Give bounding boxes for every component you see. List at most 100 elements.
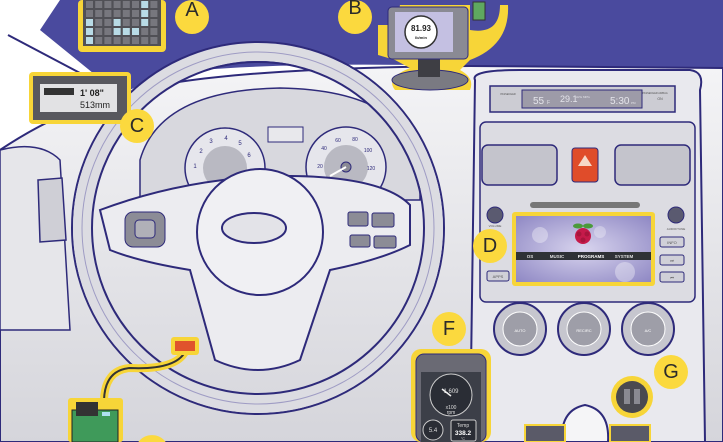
svg-text:PM: PM <box>631 101 636 105</box>
led-pixel <box>86 19 93 26</box>
raspberry-pi-screen[interactable]: OS MUSIC PROGRAMS SYSTEM <box>512 212 655 286</box>
flow-meter-device: 81.93 lb/min <box>378 1 509 91</box>
svg-text:lb/min: lb/min <box>415 35 427 40</box>
svg-text:2: 2 <box>199 149 203 155</box>
led-pixel <box>113 10 121 17</box>
led-pixel <box>95 10 103 17</box>
volume-knob[interactable] <box>486 206 504 224</box>
left-wheel-controls[interactable] <box>124 211 166 248</box>
svg-text:AUDIO/TUNE: AUDIO/TUNE <box>667 227 686 231</box>
callout-c: C <box>120 109 154 143</box>
svg-text:513mm: 513mm <box>80 100 110 110</box>
led-pixel <box>132 1 139 8</box>
center-console: PASSENGER PASSENGER AIRBAG ON 55 F 29.1 … <box>468 69 707 442</box>
callout-b: B <box>338 0 372 34</box>
led-pixel <box>113 28 121 35</box>
svg-text:APPS: APPS <box>493 274 504 279</box>
prev-track-button[interactable] <box>659 271 685 283</box>
svg-text:338.2: 338.2 <box>455 430 472 437</box>
menu-system[interactable]: SYSTEM <box>615 254 634 259</box>
menu-bar <box>516 252 651 260</box>
svg-text:Temp: Temp <box>457 423 469 429</box>
climate-controls: AUTO RECIRC A/C <box>493 302 675 356</box>
svg-text:5.4: 5.4 <box>429 428 438 434</box>
info-button[interactable] <box>659 236 685 248</box>
svg-text:PASSENGER: PASSENGER <box>500 93 516 96</box>
trip-display <box>267 126 304 143</box>
led-pixel <box>86 37 93 44</box>
svg-text:60: 60 <box>335 138 341 144</box>
led-pixel <box>104 37 112 44</box>
svg-text:40: 40 <box>321 146 327 152</box>
led-pixel <box>150 37 158 44</box>
steering-wheel <box>71 41 445 415</box>
pi-board <box>68 398 123 442</box>
led-pixel <box>122 37 130 44</box>
svg-text:PASSENGER AIRBAG: PASSENGER AIRBAG <box>642 92 667 95</box>
svg-text:120: 120 <box>367 166 376 172</box>
svg-text:A: A <box>185 0 199 21</box>
led-pixel <box>95 19 103 26</box>
led-pixel <box>104 28 112 35</box>
menu-programs[interactable]: PROGRAMS <box>578 254 605 259</box>
svg-text:1' 08": 1' 08" <box>80 88 104 98</box>
svg-text:100: 100 <box>364 148 373 154</box>
led-pixel <box>86 28 93 35</box>
led-pixel <box>95 37 103 44</box>
led-pixel <box>132 10 139 17</box>
svg-text:1,609: 1,609 <box>443 389 459 395</box>
led-pixel <box>86 10 93 17</box>
led-pixel <box>141 10 149 17</box>
led-pixel <box>150 10 158 17</box>
led-pixel <box>150 28 158 35</box>
led-pixel <box>141 37 149 44</box>
led-pixel <box>122 10 130 17</box>
led-pixel <box>150 19 158 26</box>
led-pixel <box>132 37 139 44</box>
apps-button[interactable] <box>486 270 510 282</box>
svg-text:⏭: ⏭ <box>670 258 674 263</box>
right-wheel-controls[interactable] <box>347 211 397 249</box>
svg-text:29.1: 29.1 <box>560 94 578 104</box>
led-pixel <box>95 1 103 8</box>
svg-text:6: 6 <box>247 153 251 159</box>
signal-bars <box>44 88 74 95</box>
led-pixel <box>113 1 121 8</box>
svg-text:20: 20 <box>317 164 323 170</box>
led-pixel <box>104 10 112 17</box>
raspberry-logo-icon <box>573 223 593 244</box>
led-matrix-device <box>78 0 166 52</box>
svg-text:81.93: 81.93 <box>411 24 432 33</box>
menu-music[interactable]: MUSIC <box>550 254 565 259</box>
svg-text:B: B <box>348 0 361 19</box>
svg-text:1: 1 <box>193 164 197 170</box>
svg-text:INFO: INFO <box>667 240 677 245</box>
svg-text:AVG MPG: AVG MPG <box>576 95 590 99</box>
usb-charger[interactable] <box>611 376 653 418</box>
callout-f: F <box>432 312 466 346</box>
led-pixel <box>113 19 121 26</box>
svg-text:5: 5 <box>238 141 242 147</box>
led-pixel <box>122 1 130 8</box>
svg-text:x100: x100 <box>446 405 457 411</box>
callout-a: A <box>175 0 209 34</box>
led-pixel <box>132 28 139 35</box>
svg-text:RECIRC: RECIRC <box>576 328 591 333</box>
lcd-distance-display: 1' 08" 513mm <box>29 72 131 124</box>
led-pixel <box>104 19 112 26</box>
callout-g: G <box>654 355 688 389</box>
svg-text:F: F <box>443 318 455 340</box>
svg-text:80: 80 <box>352 137 358 143</box>
callout-d: D <box>473 229 507 263</box>
hazard-button[interactable] <box>571 147 599 183</box>
svg-text:F: F <box>547 100 550 106</box>
led-pixel <box>141 1 149 8</box>
next-track-button[interactable] <box>659 254 685 266</box>
svg-text:A/C: A/C <box>645 328 652 333</box>
callout-e-partial <box>138 435 166 442</box>
svg-text:3: 3 <box>209 139 213 145</box>
info-display: PASSENGER PASSENGER AIRBAG ON 55 F 29.1 … <box>489 85 676 113</box>
tune-knob[interactable] <box>667 206 685 224</box>
menu-os[interactable]: OS <box>527 254 534 259</box>
